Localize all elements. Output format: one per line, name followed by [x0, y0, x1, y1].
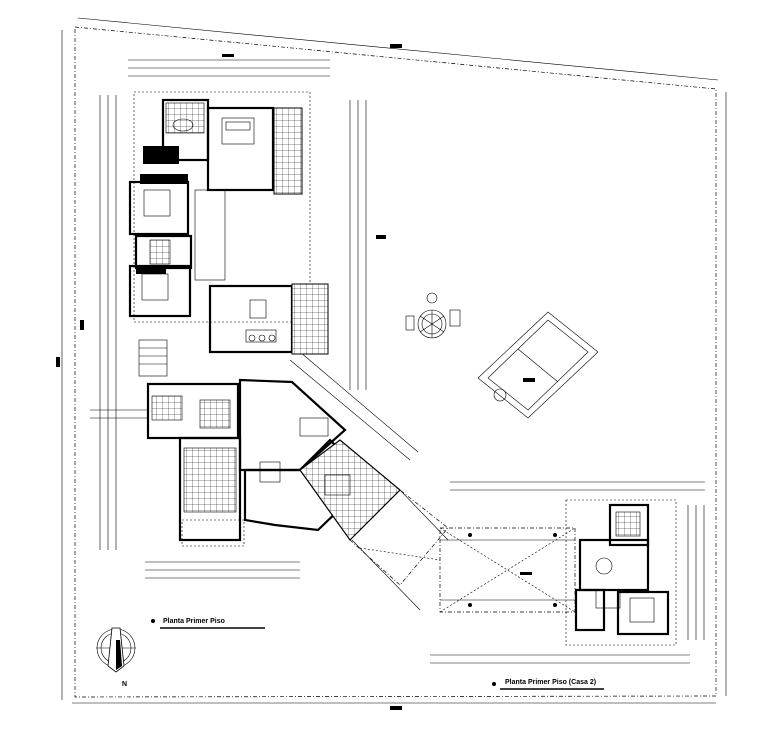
north-label: N — [122, 681, 127, 688]
site-boundary — [56, 17, 727, 710]
pool-icon — [477, 311, 599, 419]
plan-title-2: Planta Primer Piso (Casa 2) — [492, 679, 604, 690]
house-1 — [128, 91, 449, 611]
north-arrow-icon — [96, 627, 136, 673]
pergola — [439, 527, 576, 613]
garden — [405, 292, 599, 419]
dimension-lines — [80, 54, 705, 664]
plan-title-1: Planta Primer Piso — [151, 618, 265, 629]
plan-title-house-1: Planta Primer Piso — [163, 618, 225, 625]
house-2 — [565, 499, 677, 646]
plan-title-house-2: Planta Primer Piso (Casa 2) — [505, 679, 596, 686]
round-table-icon — [405, 292, 461, 339]
